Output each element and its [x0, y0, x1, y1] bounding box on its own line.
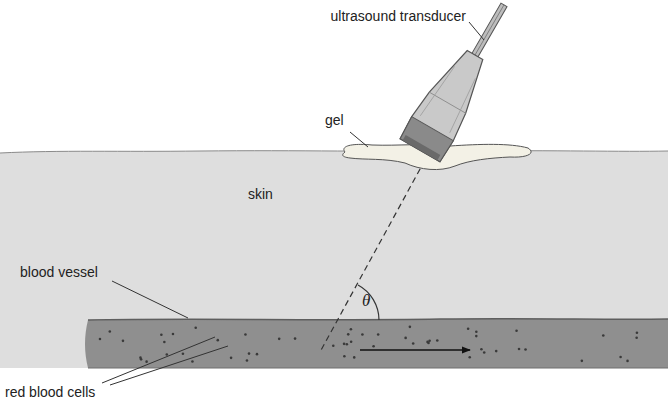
leader-line [112, 281, 188, 318]
red-blood-cell [518, 348, 521, 351]
part-label: red blood cells [5, 384, 95, 401]
red-blood-cell [467, 327, 470, 330]
red-blood-cells [99, 326, 639, 363]
vessel-wall [88, 319, 668, 320]
red-blood-cell [377, 333, 380, 336]
red-blood-cell [343, 343, 346, 346]
red-blood-cell [346, 343, 349, 346]
red-blood-cell [475, 330, 478, 333]
red-blood-cell [409, 326, 412, 329]
transducer-probe [399, 0, 525, 162]
red-blood-cell [163, 341, 166, 344]
red-blood-cell [191, 360, 194, 363]
region-label: skin [248, 186, 273, 203]
red-blood-cell [294, 337, 297, 340]
part-label: blood vessel [20, 264, 98, 281]
red-blood-cell [182, 353, 185, 356]
vessel-wall [88, 368, 668, 369]
red-blood-cell [412, 342, 415, 345]
red-blood-cell [350, 328, 353, 331]
red-blood-cell [347, 333, 350, 336]
red-blood-cell [636, 332, 639, 335]
red-blood-cell [109, 330, 112, 333]
red-blood-cell [145, 360, 148, 363]
red-blood-cell [350, 341, 353, 344]
red-blood-cell [194, 327, 197, 330]
red-blood-cell [372, 345, 375, 348]
angle-symbol: θ [362, 291, 370, 311]
red-blood-cell [581, 360, 584, 363]
red-blood-cell [626, 360, 629, 363]
red-blood-cell [230, 357, 233, 360]
red-blood-cell [483, 351, 486, 354]
red-blood-cell [278, 338, 281, 341]
red-blood-cell [524, 348, 527, 351]
red-blood-cell [361, 333, 364, 336]
red-blood-cell [166, 353, 169, 356]
red-blood-cell [216, 339, 219, 342]
beam-line [320, 160, 425, 352]
leader-line [350, 132, 368, 147]
red-blood-cell [515, 329, 518, 332]
red-blood-cell [343, 355, 346, 358]
part-label: ultrasound transducer [331, 8, 466, 25]
red-blood-cell [160, 333, 163, 336]
blood-vessel [85, 319, 668, 368]
skin-region: skin [0, 156, 668, 316]
red-blood-cell [619, 356, 622, 359]
angle-arc [358, 285, 379, 320]
red-blood-cell [475, 335, 478, 338]
part-label: gel [325, 112, 344, 129]
red-blood-cell [140, 358, 143, 361]
red-blood-cell [468, 356, 471, 359]
red-blood-cell [495, 350, 498, 353]
red-blood-cell [244, 333, 247, 336]
skin-surface [0, 151, 668, 153]
red-blood-cell [480, 348, 483, 351]
red-blood-cell [332, 345, 335, 348]
red-blood-cell [99, 338, 102, 341]
red-blood-cell [353, 356, 356, 359]
leader-line [110, 346, 228, 385]
flow-arrow [360, 349, 470, 351]
red-blood-cell [427, 342, 430, 345]
red-blood-cell [635, 336, 638, 339]
red-blood-cell [172, 333, 175, 336]
red-blood-cell [602, 334, 605, 337]
red-blood-cell [246, 359, 249, 362]
red-blood-cell [122, 340, 125, 343]
leader-line [469, 22, 484, 40]
red-blood-cell [256, 353, 259, 356]
skin-band [0, 151, 668, 368]
red-blood-cell [436, 339, 439, 342]
leader-line [102, 337, 215, 383]
red-blood-cell [248, 352, 251, 355]
red-blood-cell [404, 337, 407, 340]
